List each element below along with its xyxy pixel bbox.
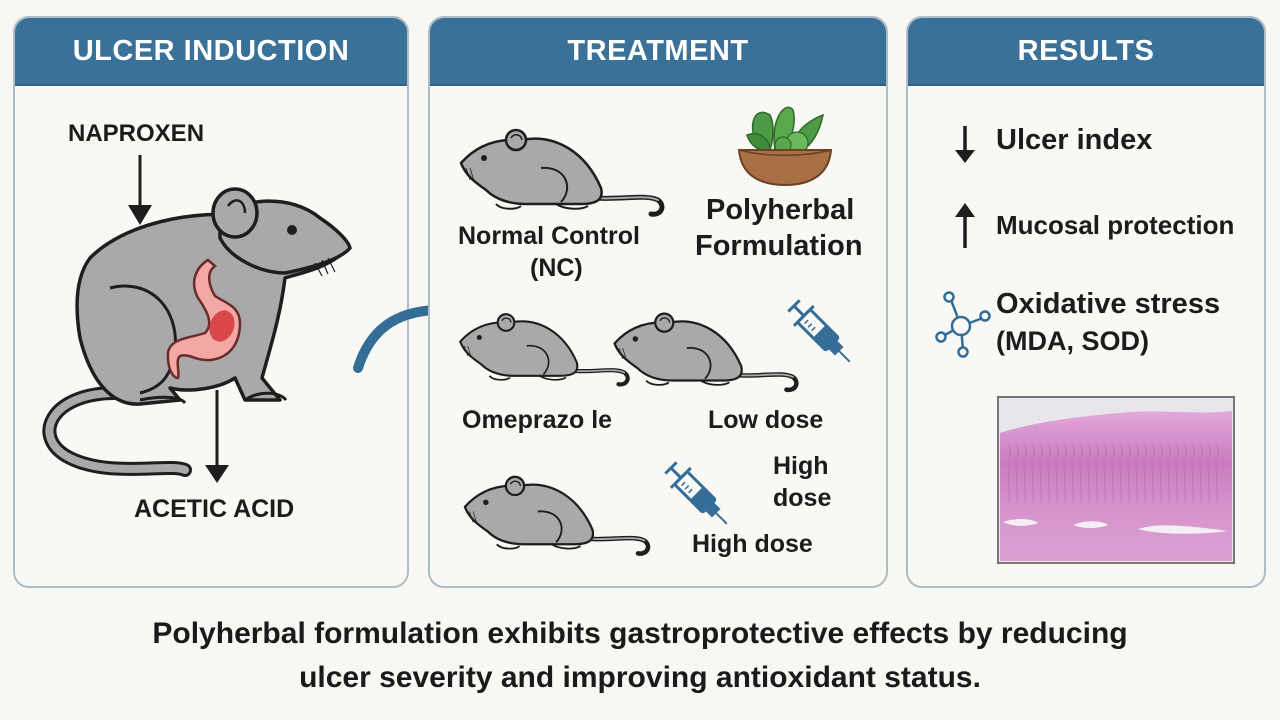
- high-dose-label: High dose: [692, 530, 813, 558]
- herbal-bowl-icon: [737, 106, 833, 187]
- ulcer-induction-header: ULCER INDUCTION: [15, 18, 407, 86]
- arrow-down-icon: [955, 126, 975, 163]
- oxidative-stress-label: Oxidative stress: [996, 288, 1221, 320]
- syringe-low-dose-icon: [778, 290, 858, 370]
- rat-normal-control-icon: [456, 128, 666, 218]
- omeprazole-label: Omeprazo le: [462, 406, 613, 434]
- ulcer-lesion-icon: [209, 310, 235, 342]
- rat-low-dose-icon: [610, 310, 800, 395]
- rat-high-dose-icon: [456, 475, 656, 557]
- polyherbal-label-line1: Polyherbal: [706, 194, 855, 226]
- results-header: RESULTS: [908, 18, 1264, 86]
- treatment-header: TREATMENT: [430, 18, 886, 86]
- syringe-high-dose-icon: [655, 452, 735, 532]
- conclusion-caption: Polyherbal formulation exhibits gastropr…: [0, 612, 1280, 700]
- high-dose-stacked-line2: dose: [773, 484, 832, 512]
- normal-control-label: Normal Control: [458, 222, 640, 250]
- arrow-up-icon: [955, 203, 975, 248]
- high-dose-stacked-line1: High: [773, 452, 829, 480]
- normal-control-abbrev: (NC): [530, 254, 583, 282]
- rat-omeprazole-icon: [456, 310, 631, 390]
- rat-sitting-icon: [42, 187, 352, 477]
- conclusion-line2: ulcer severity and improving antioxidant…: [299, 661, 981, 694]
- oxidative-stress-markers: (MDA, SOD): [996, 326, 1149, 356]
- conclusion-line1: Polyherbal formulation exhibits gastropr…: [152, 617, 1128, 650]
- stomach-icon: [166, 258, 242, 380]
- naproxen-label: NAPROXEN: [68, 120, 205, 147]
- histology-image: [997, 396, 1235, 564]
- mucosal-protection-label: Mucosal protection: [996, 210, 1235, 240]
- naproxen-arrow-icon: [128, 155, 152, 225]
- molecule-icon: [935, 291, 991, 358]
- low-dose-label: Low dose: [708, 406, 824, 434]
- ulcer-index-label: Ulcer index: [996, 124, 1153, 156]
- polyherbal-label-line2: Formulation: [695, 230, 863, 262]
- acetic-acid-label: ACETIC ACID: [134, 495, 295, 523]
- treatment-panel: TREATMENT: [428, 16, 888, 588]
- acetic-acid-arrow-icon: [205, 390, 229, 483]
